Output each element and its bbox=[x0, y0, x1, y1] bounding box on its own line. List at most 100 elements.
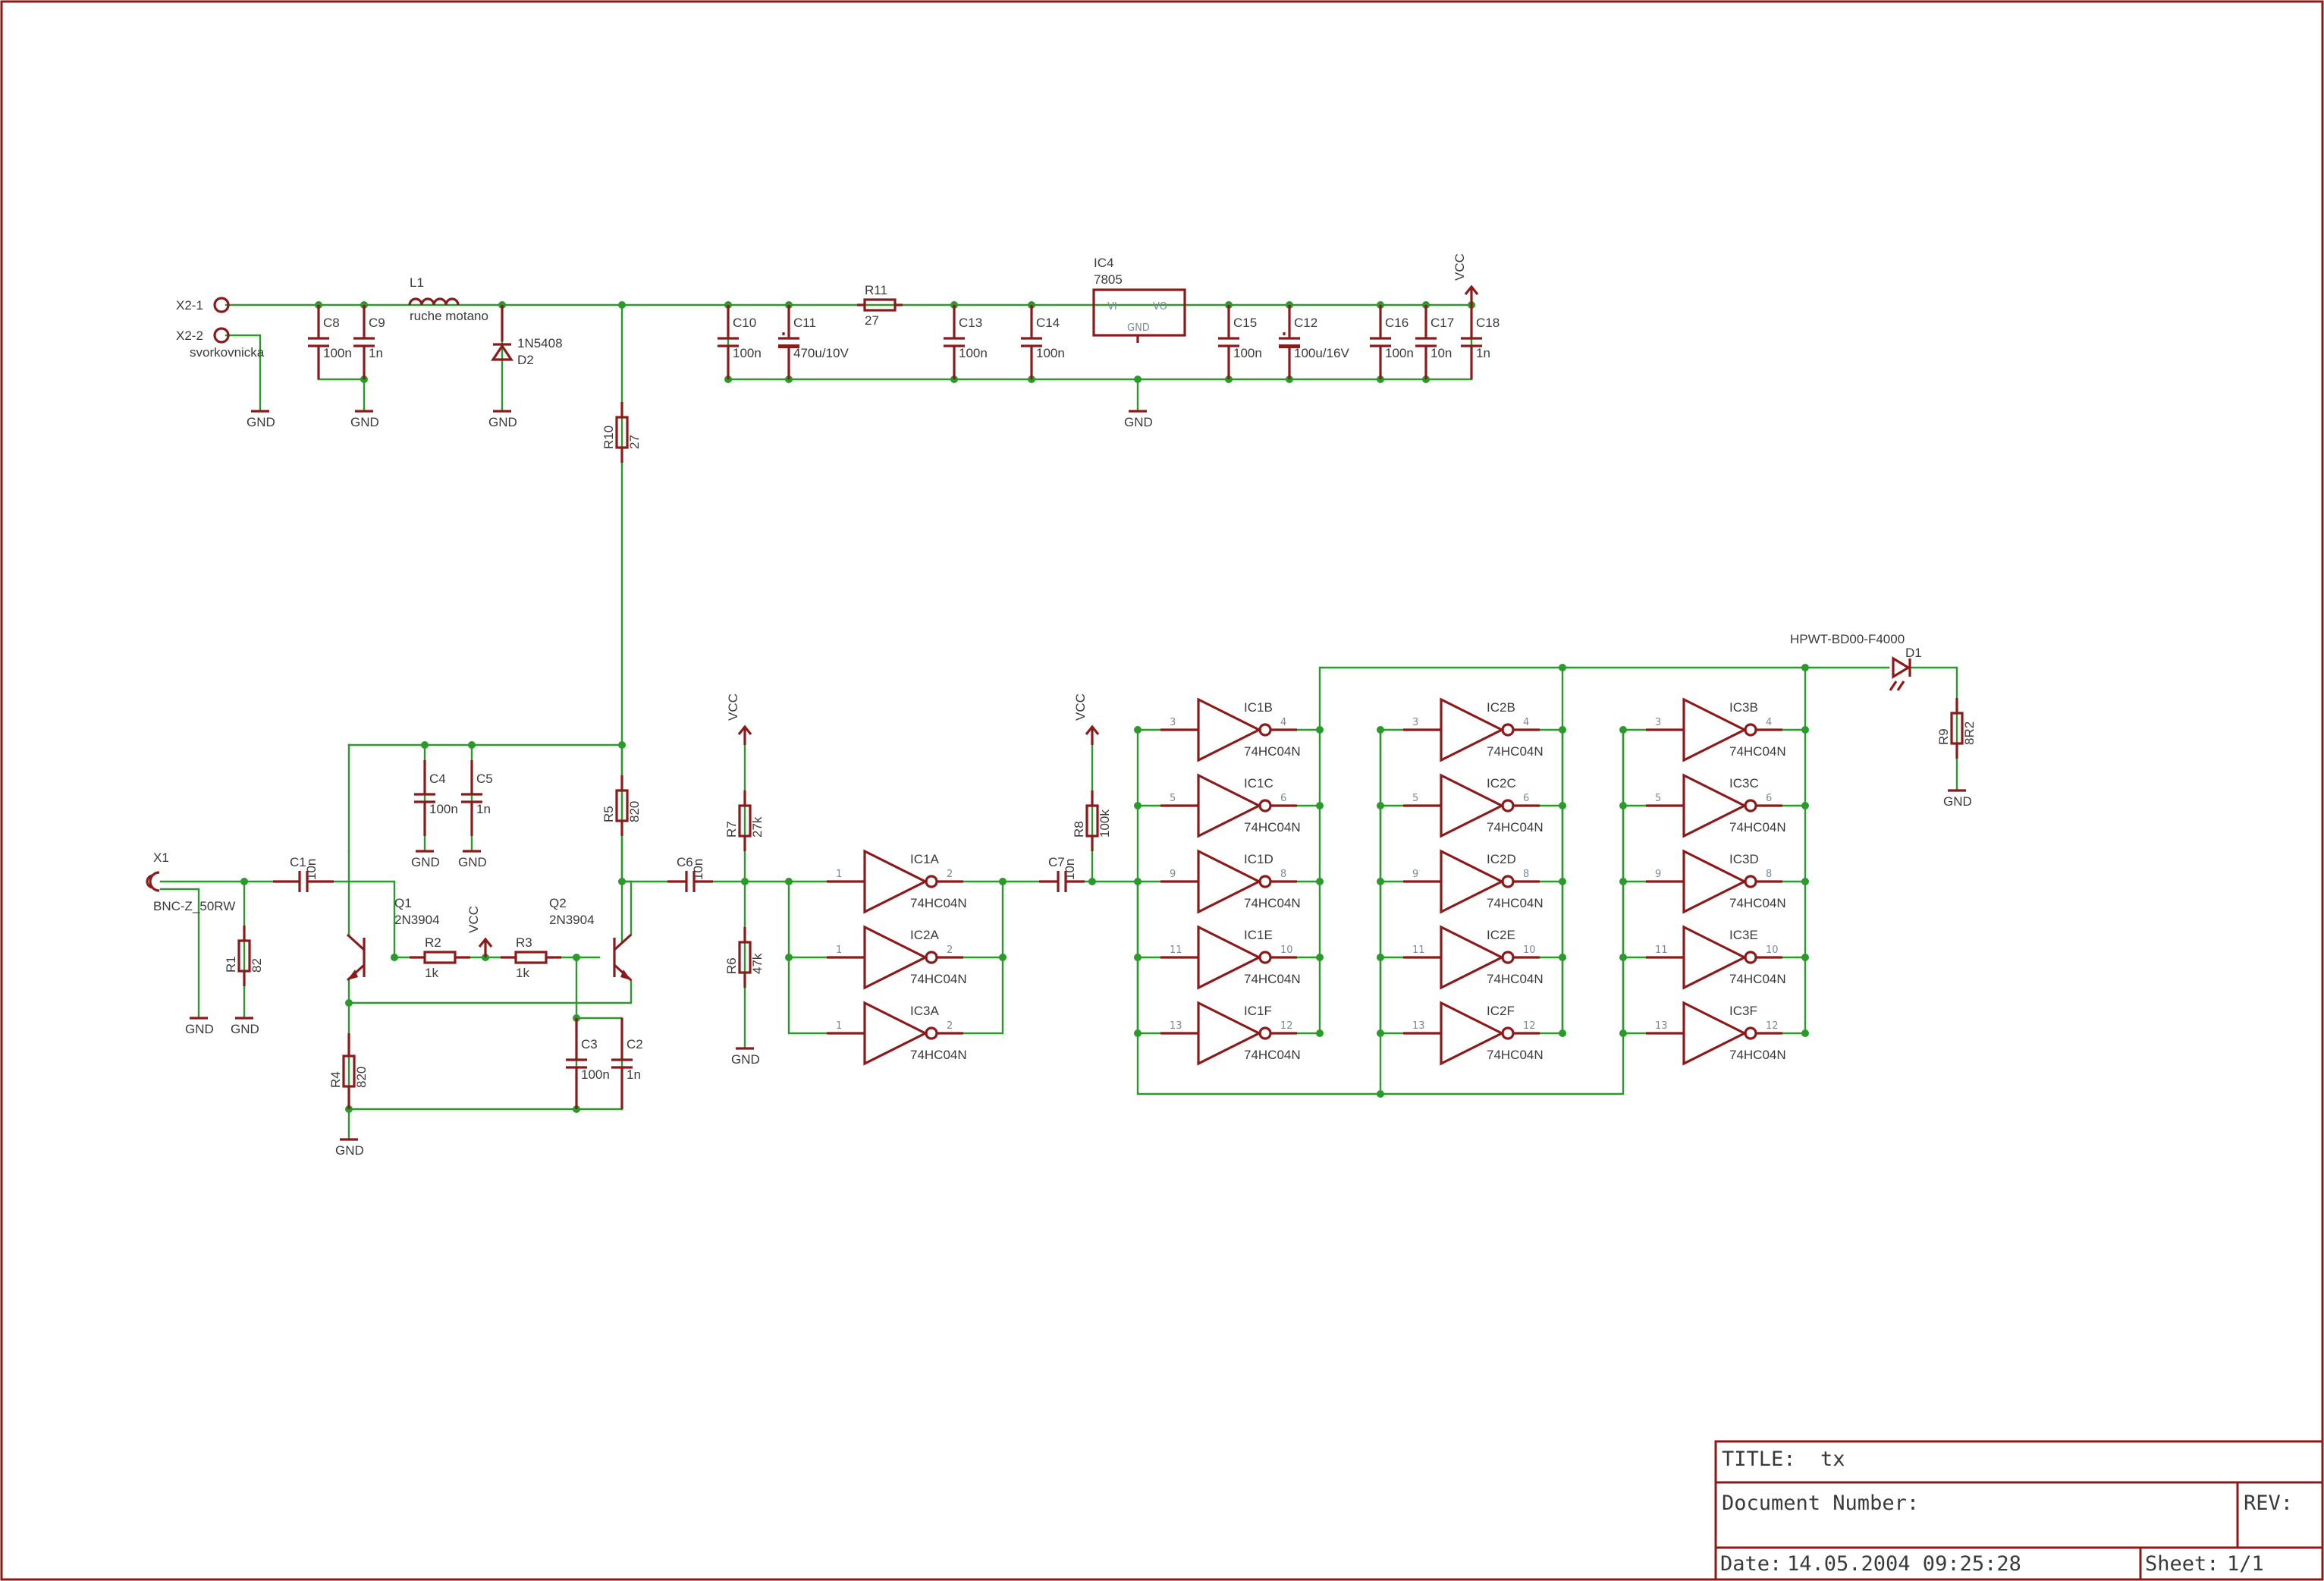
r5-resistor bbox=[615, 775, 629, 836]
inverter-part-label: 74HC04N bbox=[1487, 896, 1544, 910]
date-value: 14.05.2004 09:25:28 bbox=[1787, 1552, 2021, 1576]
junction-dot bbox=[618, 301, 626, 309]
pin-number: 4 bbox=[1280, 717, 1286, 728]
junction-dot bbox=[391, 954, 398, 961]
r3-label: R3 bbox=[516, 935, 532, 950]
c9-value: 1n bbox=[369, 346, 383, 360]
gnd-label: GND bbox=[731, 1052, 760, 1067]
ground-symbol: GND bbox=[350, 410, 379, 429]
ic4-value: 7805 bbox=[1094, 272, 1123, 287]
inverter-part-label: 74HC04N bbox=[1729, 972, 1786, 986]
pin-number: 3 bbox=[1170, 717, 1176, 728]
wire bbox=[727, 303, 1473, 381]
inverter-name: IC2F bbox=[1487, 1004, 1515, 1018]
inverter-part-label: 74HC04N bbox=[910, 896, 967, 910]
title-label: TITLE: bbox=[1722, 1447, 1796, 1471]
r11-label: R11 bbox=[865, 283, 887, 297]
junction-dot bbox=[1316, 954, 1324, 961]
r11-resistor bbox=[857, 298, 903, 312]
r4-label: R4 bbox=[328, 1071, 343, 1088]
c9-capacitor bbox=[353, 305, 375, 379]
c1-capacitor bbox=[273, 871, 334, 892]
vcc-symbol: VCC bbox=[1073, 693, 1100, 745]
r5-value: 820 bbox=[627, 801, 642, 822]
junction-dot bbox=[1801, 802, 1809, 809]
pin-number: 5 bbox=[1655, 793, 1661, 804]
pin-number: 6 bbox=[1280, 793, 1286, 804]
pin-number: 6 bbox=[1523, 793, 1529, 804]
d2-value: 1N5408 bbox=[517, 336, 563, 350]
wire bbox=[317, 363, 366, 381]
inverter-part-label: 74HC04N bbox=[1487, 972, 1544, 986]
r1-label: R1 bbox=[224, 956, 238, 973]
r1-value: 82 bbox=[250, 958, 264, 973]
c14-capacitor bbox=[1021, 305, 1042, 379]
q2-label: Q2 bbox=[549, 896, 567, 910]
pin-number: 1 bbox=[836, 869, 842, 880]
c15-value: 100n bbox=[1233, 346, 1262, 360]
junction-dot bbox=[1134, 726, 1142, 734]
r6-resistor bbox=[738, 927, 752, 988]
r11-value: 27 bbox=[865, 313, 879, 328]
inverter-name: IC3D bbox=[1729, 852, 1759, 866]
inverter-name: IC2C bbox=[1487, 776, 1516, 790]
vcc-symbol: VCC bbox=[726, 693, 752, 745]
pin-number: 3 bbox=[1412, 717, 1418, 728]
inverter-part-label: 74HC04N bbox=[910, 972, 967, 986]
inverter-name: IC2B bbox=[1487, 700, 1515, 715]
ground-symbol: GND bbox=[1124, 410, 1153, 429]
inverter-name: IC1F bbox=[1244, 1004, 1272, 1018]
ic4-vo-pin: VO bbox=[1153, 301, 1167, 313]
c18-capacitor bbox=[1461, 305, 1482, 379]
c10-label: C10 bbox=[733, 316, 756, 330]
r8-value: 100k bbox=[1098, 809, 1112, 838]
c3-label: C3 bbox=[581, 1037, 598, 1051]
sheet-label: Sheet: bbox=[2145, 1552, 2219, 1576]
pin-number: 12 bbox=[1280, 1020, 1293, 1032]
wire bbox=[225, 334, 262, 413]
inverter-part-label: 74HC04N bbox=[1244, 972, 1301, 986]
pin-number: 8 bbox=[1280, 869, 1286, 880]
r3-resistor bbox=[501, 951, 561, 964]
l1-label: L1 bbox=[410, 275, 424, 290]
gnd-label: GND bbox=[350, 415, 379, 429]
ground-symbol: GND bbox=[411, 850, 440, 869]
junction-dot bbox=[1801, 878, 1809, 885]
wire bbox=[159, 888, 200, 1020]
inverter-part-label: 74HC04N bbox=[910, 1048, 967, 1062]
inverter-part-label: 74HC04N bbox=[1244, 896, 1301, 910]
c4-capacitor bbox=[414, 760, 435, 836]
q1-value: 2N3904 bbox=[394, 913, 440, 927]
inverter-part-label: 74HC04N bbox=[1729, 820, 1786, 835]
pin-number: 9 bbox=[1170, 869, 1176, 880]
r7-label: R7 bbox=[724, 821, 739, 838]
junction-dot bbox=[1801, 1029, 1809, 1037]
gnd-label: GND bbox=[458, 855, 487, 869]
junction-dot bbox=[1134, 376, 1142, 383]
r8-label: R8 bbox=[1072, 821, 1086, 838]
ground-symbol: GND bbox=[488, 410, 517, 429]
c13-value: 100n bbox=[959, 346, 988, 360]
r3-value: 1k bbox=[516, 966, 529, 980]
junction-dot bbox=[999, 954, 1007, 961]
c4-label: C4 bbox=[429, 772, 446, 786]
d2-label: D2 bbox=[517, 353, 534, 367]
junction-dot bbox=[1134, 802, 1142, 809]
ic4-vi-pin: VI bbox=[1107, 301, 1117, 313]
ground-symbol: GND bbox=[247, 410, 275, 429]
c14-value: 100n bbox=[1036, 346, 1065, 360]
pin-number: 10 bbox=[1280, 945, 1293, 956]
pin-number: 8 bbox=[1766, 869, 1772, 880]
